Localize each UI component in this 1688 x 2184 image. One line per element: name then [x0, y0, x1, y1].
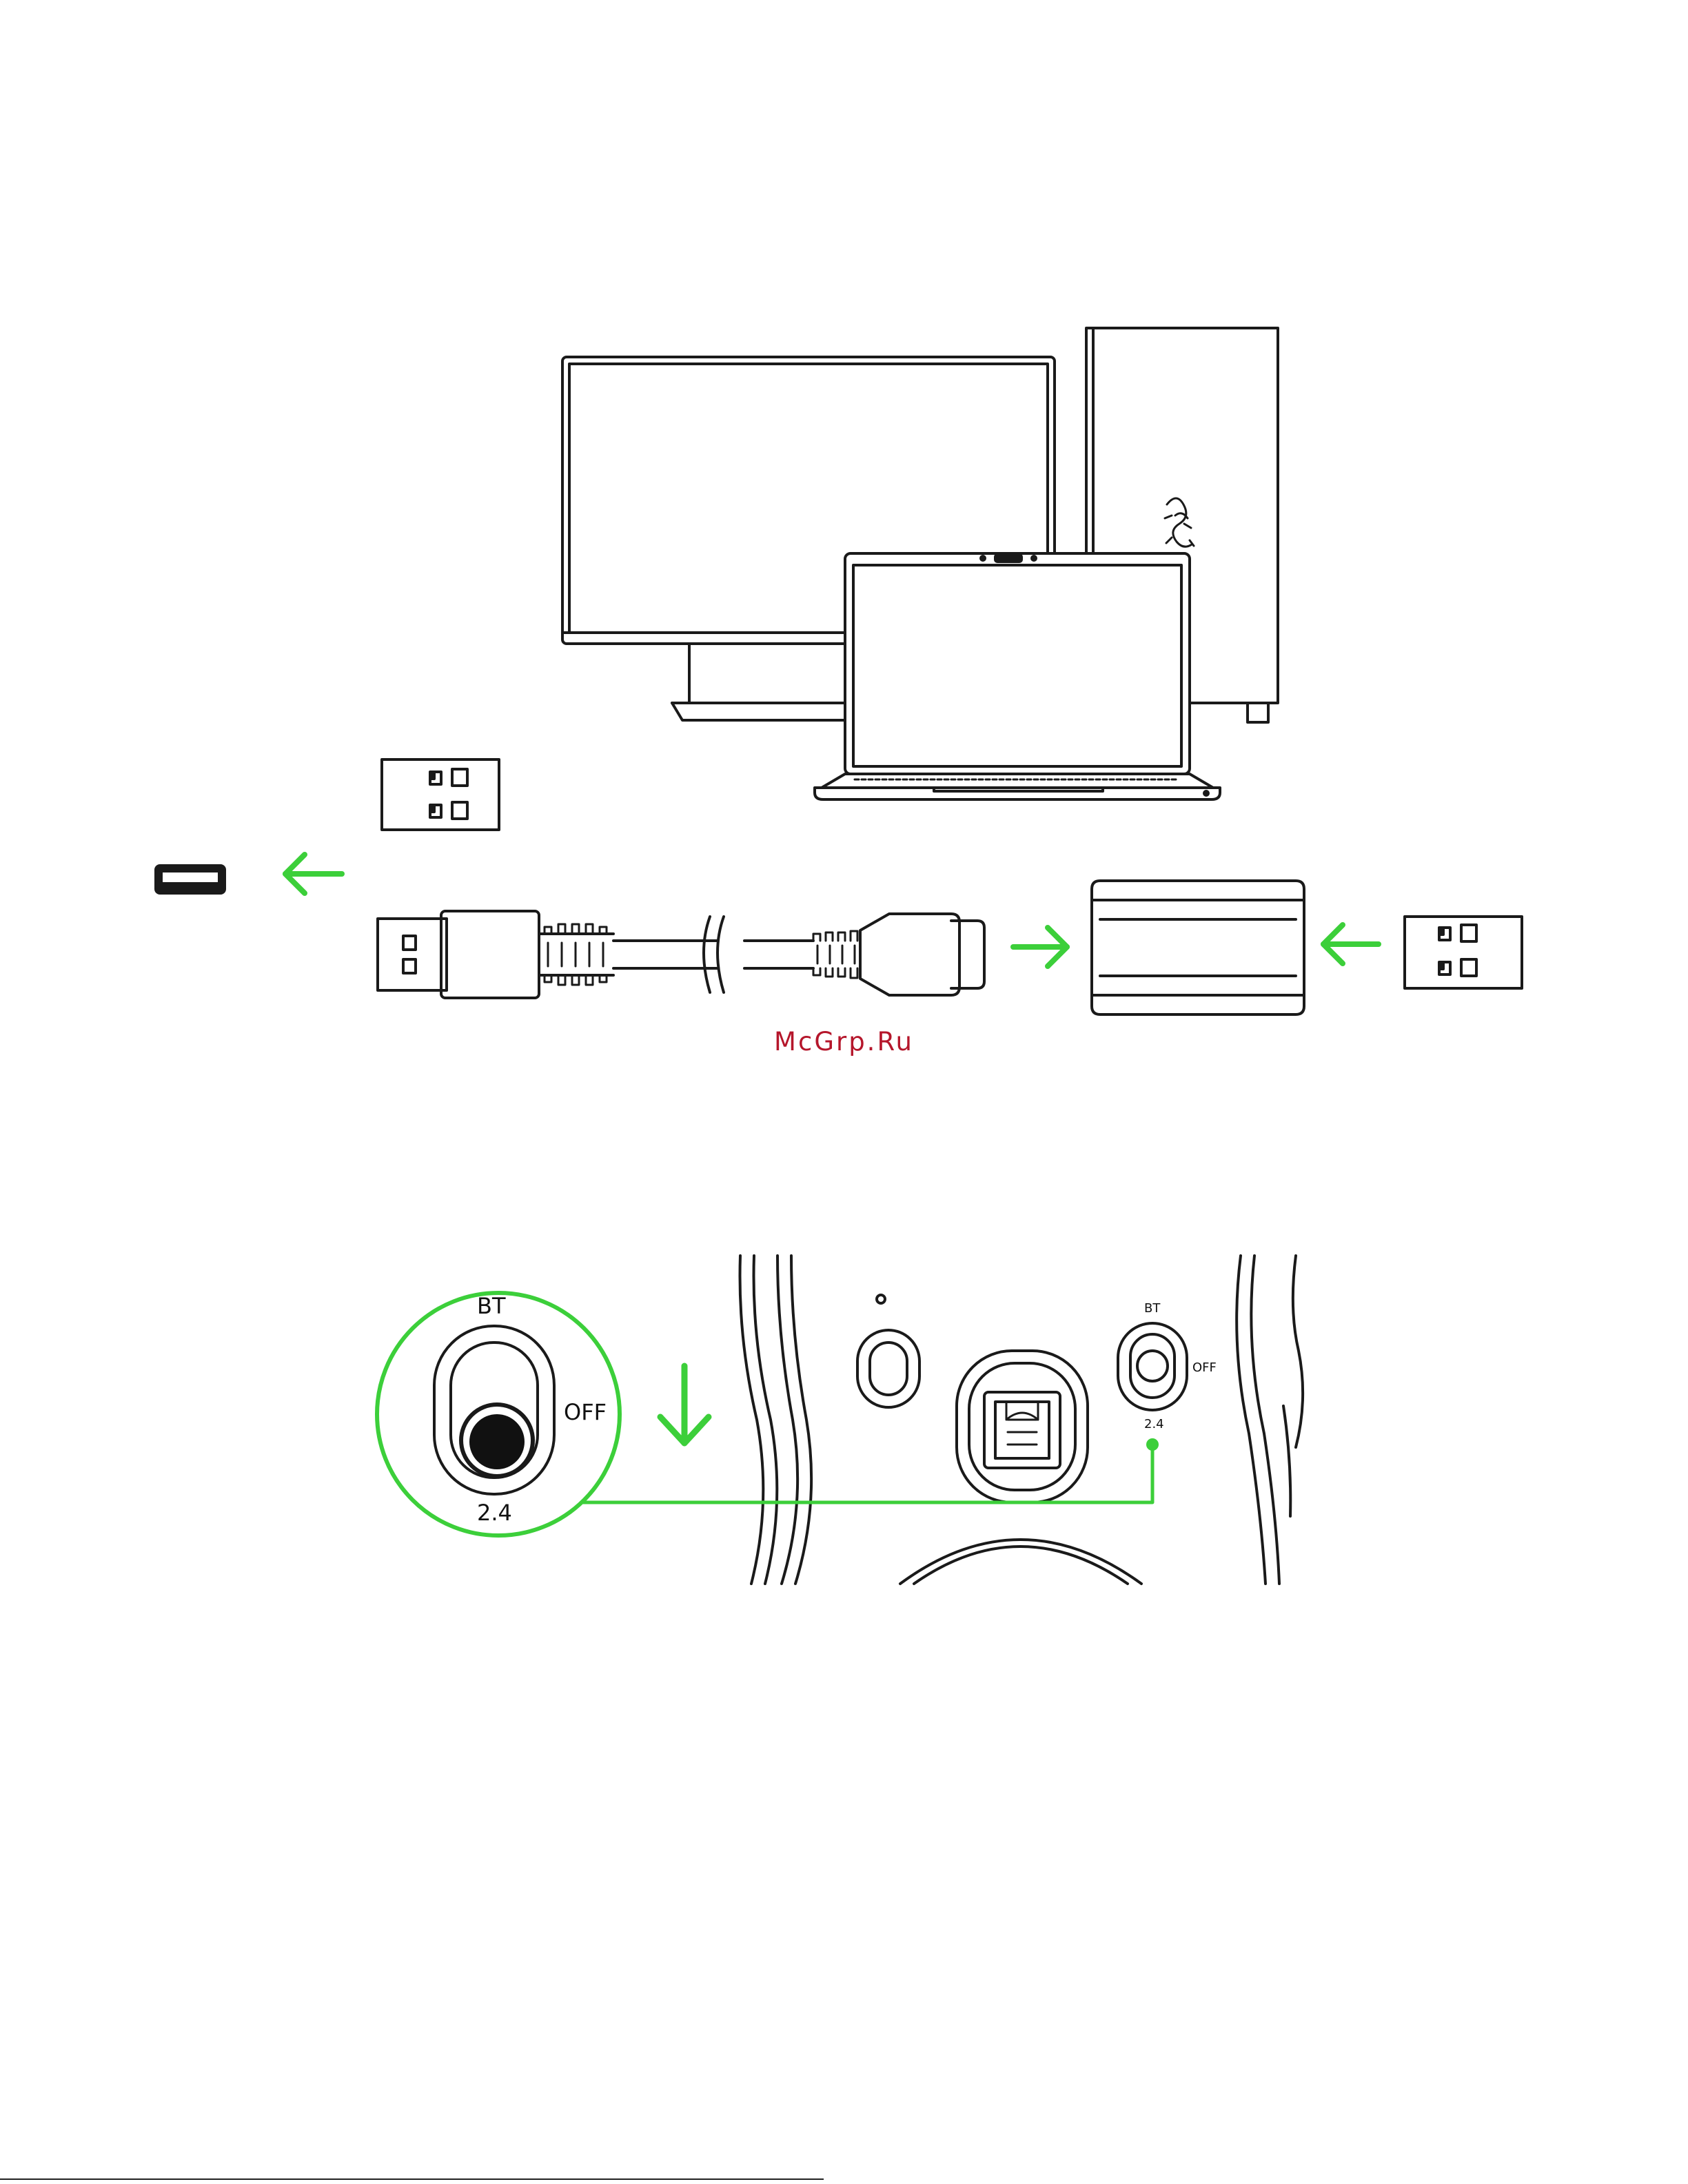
- usb-cable-icon: [378, 911, 984, 998]
- callout-2-4-label: 2.4: [477, 1500, 512, 1526]
- dongle-adapter-icon: [1092, 881, 1304, 1014]
- wireless-dongle-icon: [1405, 917, 1522, 988]
- mouse-underside-icon: [740, 1256, 1303, 1584]
- watermark-text: McGrp.Ru: [0, 1027, 1688, 1057]
- arrow-right-icon: [1013, 928, 1067, 966]
- callout-bt-label: BT: [477, 1293, 506, 1319]
- usb-port-icon: [156, 866, 225, 893]
- laptop-icon: [815, 553, 1220, 799]
- arrow-down-icon: [660, 1366, 709, 1443]
- mouse-switch-bt-label: BT: [1144, 1301, 1160, 1316]
- wireless-dongle-icon: [382, 759, 499, 830]
- callout-off-label: OFF: [564, 1399, 607, 1425]
- mouse-switch-off-label: OFF: [1192, 1360, 1217, 1375]
- callout-connector: [583, 1446, 1152, 1502]
- arrow-left-icon: [285, 855, 342, 893]
- mouse-switch-2-4-label: 2.4: [1144, 1417, 1164, 1431]
- bottom-rule: [0, 2178, 824, 2180]
- arrow-left-icon: [1323, 925, 1379, 963]
